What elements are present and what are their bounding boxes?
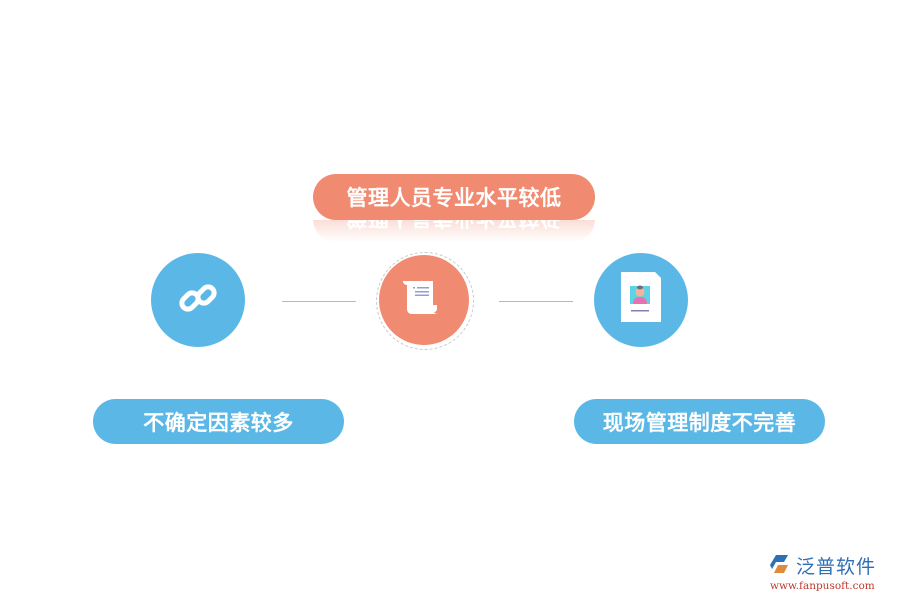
fanpu-logo-icon xyxy=(770,553,792,579)
center-label-reflection: 管理人员专业水平较低 xyxy=(313,220,595,242)
node-center-ring xyxy=(376,252,474,350)
node-center-circle xyxy=(379,255,469,345)
right-label-text: 现场管理制度不完善 xyxy=(602,410,797,435)
scroll-document-icon xyxy=(399,273,449,327)
watermark-brand: 泛普软件 xyxy=(796,556,877,578)
connector-left xyxy=(282,301,356,302)
center-label-text: 管理人员专业水平较低 xyxy=(346,186,562,210)
node-right-circle xyxy=(594,253,688,347)
watermark-url: www.fanpusoft.com xyxy=(770,580,875,592)
left-label-pill: 不确定因素较多 xyxy=(93,399,344,444)
watermark-logo: 泛普软件 www.fanpusoft.com xyxy=(770,552,895,592)
connector-right xyxy=(499,301,573,302)
link-icon xyxy=(173,273,223,327)
right-label-pill: 现场管理制度不完善 xyxy=(574,399,825,444)
node-left-circle xyxy=(151,253,245,347)
profile-card-icon xyxy=(617,270,665,330)
center-label-pill: 管理人员专业水平较低 xyxy=(313,174,595,220)
left-label-text: 不确定因素较多 xyxy=(143,410,294,435)
